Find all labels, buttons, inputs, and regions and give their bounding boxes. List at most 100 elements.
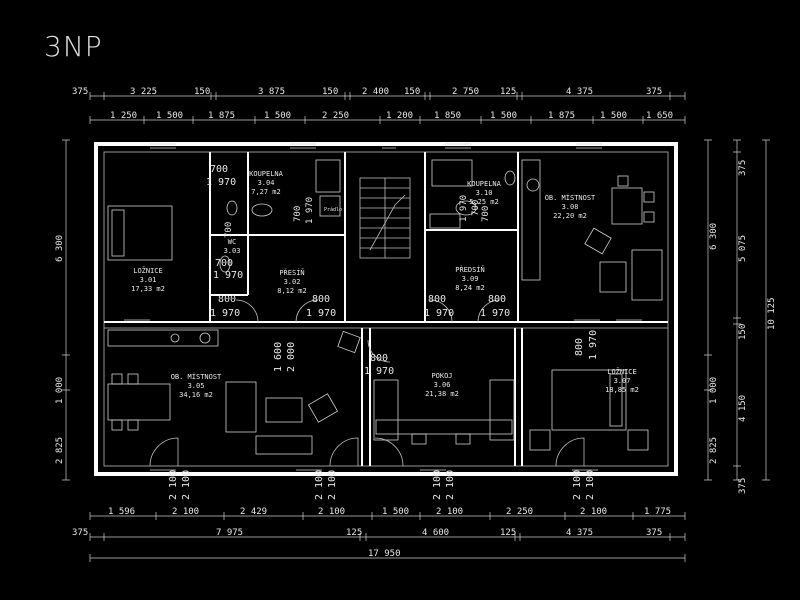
dim-right2-4: 375: [738, 478, 748, 494]
dim-top2-6: 1 850: [434, 111, 461, 121]
dim-right1-2: 2 825: [709, 437, 719, 464]
window-2-h: 2 100: [327, 470, 338, 500]
door-3-10-h: 1 970: [459, 195, 469, 222]
room-name: OB. MÍSTNOST: [545, 193, 596, 202]
room-number: 3.03: [224, 247, 241, 255]
room-name: KOUPELNA: [249, 170, 284, 178]
door-3-09a-w: 800: [428, 294, 446, 305]
room-area: 8,12 m2: [277, 287, 307, 295]
dim-bot1-6: 2 250: [506, 507, 533, 517]
door-3-07-h: 1 970: [588, 330, 599, 360]
floor-label: 3NP: [44, 30, 103, 63]
door-3-01-h: 1 970: [210, 308, 240, 319]
room-name: WC: [228, 238, 236, 246]
room-area: 34,16 m2: [179, 391, 213, 399]
room-name: OB. MÍSTNOST: [171, 372, 222, 381]
dim-bot2-3: 4 600: [422, 528, 449, 538]
room-area: 7,27 m2: [251, 188, 281, 196]
dimensions-top-row-1: 375 3 225 150 3 875 150 2 400 150 2 750 …: [72, 87, 662, 97]
dim-top2-3: 1 500: [264, 111, 291, 121]
dim-right2-2: 150: [738, 324, 748, 340]
room-3-04: KOUPELNA 3.04 7,27 m2: [249, 170, 284, 196]
room-number: 3.10: [476, 189, 493, 197]
room-3-08: OB. MÍSTNOST 3.08 22,20 m2: [545, 193, 596, 220]
room-number: 3.04: [258, 179, 275, 187]
dim-top1-3: 3 875: [258, 87, 285, 97]
furniture: [107, 143, 663, 471]
door-3-02-h: 1 970: [306, 308, 336, 319]
dim-top2-2: 1 875: [208, 111, 235, 121]
room-3-06: POKOJ 3.06 21,38 m2: [425, 372, 459, 398]
dim-bot2-4: 125: [500, 528, 516, 538]
door-3-07-w: 800: [574, 338, 585, 356]
window-1-w: 2 100: [168, 470, 179, 500]
dim-top1-8: 125: [500, 87, 516, 97]
dim-right2-3: 4 150: [738, 395, 748, 422]
dim-right1-0: 6 300: [709, 223, 719, 250]
room-3-01: LOŽNICE 3.01 17,33 m2: [131, 266, 165, 293]
dim-bot2-6: 375: [646, 528, 662, 538]
room-3-09: PŘEDSÍŇ 3.09 8,24 m2: [455, 265, 485, 292]
dimensions-top-row-2: 1 250 1 500 1 875 1 500 2 250 1 200 1 85…: [110, 111, 673, 121]
dimensions-bottom-row-1: 1 596 2 100 2 429 2 100 1 500 2 100 2 25…: [108, 507, 671, 517]
dim-bot1-2: 2 429: [240, 507, 267, 517]
door-wc-vert-w: 700: [224, 222, 234, 238]
dim-bot2-2: 125: [346, 528, 362, 538]
dim-right2-0: 375: [738, 160, 748, 176]
door-3-06-w: 800: [370, 353, 388, 364]
door-vert-a-h: 1 970: [305, 197, 315, 224]
room-number: 3.07: [614, 377, 631, 385]
door-3-04-h: 1 970: [206, 177, 236, 188]
dimensions-right: 6 300 1 000 2 825 375 5 075 150 4 150 37…: [709, 160, 777, 494]
door-3-09b-h: 1 970: [480, 308, 510, 319]
door-3-10-w: 700: [471, 200, 481, 216]
door-3-04-w: 700: [210, 164, 228, 175]
dim-total: 17 950: [368, 549, 401, 559]
dim-bot1-1: 2 100: [172, 507, 199, 517]
room-area: 21,38 m2: [425, 390, 459, 398]
dim-left-1: 1 000: [55, 377, 65, 404]
dim-bot2-1: 7 975: [216, 528, 243, 538]
dim-top2-9: 1 500: [600, 111, 627, 121]
dim-top2-4: 2 250: [322, 111, 349, 121]
dim-top2-10: 1 650: [646, 111, 673, 121]
room-number: 3.09: [462, 275, 479, 283]
dim-top1-7: 2 750: [452, 87, 479, 97]
dimension-lines: [62, 92, 770, 562]
window-3-w: 2 100: [432, 470, 443, 500]
room-area: 18,85 m2: [605, 386, 639, 394]
dim-top1-9: 4 375: [566, 87, 593, 97]
room-name: KOUPELNA: [467, 180, 502, 188]
room-3-02: PŘESÍŇ 3.02 8,12 m2: [277, 268, 307, 295]
window-1-h: 2 100: [181, 470, 192, 500]
room-3-10: KOUPELNA 3.10 5,25 m2: [467, 180, 502, 206]
room-area: 5,25 m2: [469, 198, 499, 206]
room-name: PŘESÍŇ: [279, 268, 304, 277]
dim-bot2-0: 375: [72, 528, 88, 538]
pradlo-label: Prádlo: [324, 206, 342, 213]
room-area: 17,33 m2: [131, 285, 165, 293]
room-area: 22,20 m2: [553, 212, 587, 220]
window-3-h: 2 100: [445, 470, 456, 500]
dim-top2-8: 1 875: [548, 111, 575, 121]
dim-top1-6: 150: [404, 87, 420, 97]
dim-bot1-5: 2 100: [436, 507, 463, 517]
room-name: LOŽNICE: [607, 367, 637, 376]
dim-bot2-5: 4 375: [566, 528, 593, 538]
opening-w: 1 600: [273, 342, 284, 372]
door-3-09a-h: 1 970: [424, 308, 454, 319]
room-number: 3.01: [140, 276, 157, 284]
dim-top1-5: 2 400: [362, 87, 389, 97]
room-number: 3.05: [188, 382, 205, 390]
room-labels: LOŽNICE 3.01 17,33 m2 PŘESÍŇ 3.02 8,12 m…: [131, 170, 639, 399]
opening-h: 2 000: [286, 342, 297, 372]
door-3-02-w: 800: [312, 294, 330, 305]
dim-top2-0: 1 250: [110, 111, 137, 121]
dim-top2-5: 1 200: [386, 111, 413, 121]
room-name: LOŽNICE: [133, 266, 163, 275]
door-swings: [149, 299, 585, 467]
dim-bot1-4: 1 500: [382, 507, 409, 517]
dim-top1-4: 150: [322, 87, 338, 97]
dim-top1-10: 375: [646, 87, 662, 97]
